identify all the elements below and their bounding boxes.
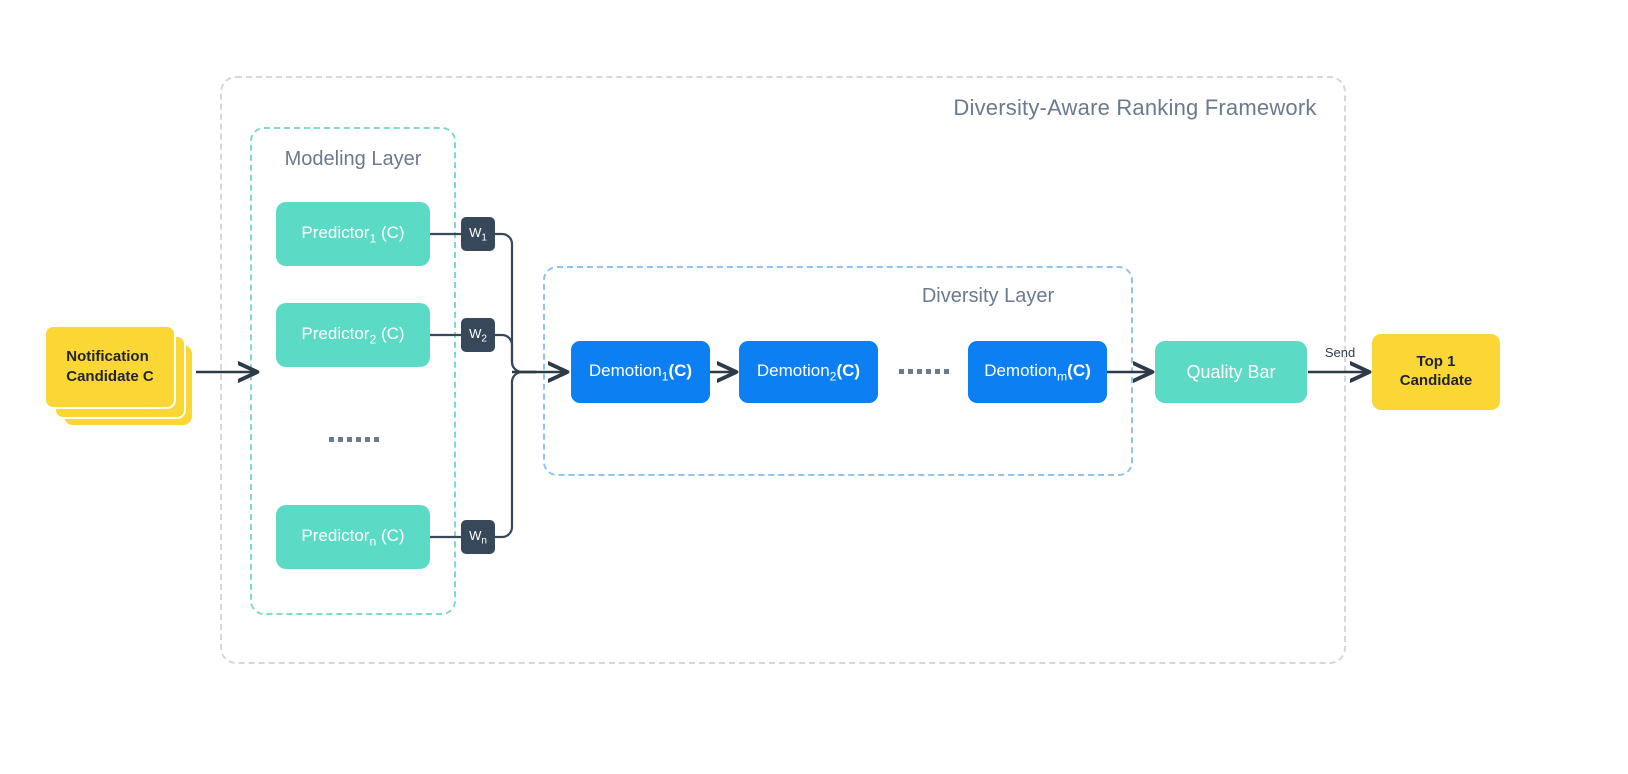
predictor-1-node: Predictor1 (C) [276,202,430,266]
demotion-m-name: Demotion [984,360,1057,380]
quality-bar-node: Quality Bar [1155,341,1307,403]
predictor-1-subscript: 1 [369,231,377,246]
send-edge-label: Send [1324,345,1356,360]
modeling-layer-ellipsis-icon [329,437,379,442]
predictor-n-subscript: n [369,534,377,549]
predictor-n-arg: (C) [376,525,405,545]
predictor-n-name: Predictor [301,525,370,545]
demotion-2-subscript: 2 [829,369,837,384]
weight-1-label: W [469,224,482,240]
diversity-layer-ellipsis-icon [899,369,949,374]
predictor-2-arg: (C) [376,323,405,343]
demotion-m-subscript: m [1056,369,1068,384]
top-candidate-line2: Candidate [1399,372,1473,389]
demotion-2-arg: (C) [836,360,861,380]
demotion-1-node: Demotion1(C) [571,341,710,403]
notification-label-line2: Candidate C [66,368,154,385]
demotion-2-name: Demotion [756,360,830,380]
weight-chip-1: W1 [461,217,495,251]
top-candidate-line1: Top 1 [1416,353,1456,371]
notification-card-front: Notification Candidate C [44,325,176,409]
predictor-1-name: Predictor [301,222,370,242]
notification-label-line1: Notification [66,347,149,365]
weight-2-label: W [469,325,482,341]
weight-n-subscript: n [481,535,487,547]
predictor-2-node: Predictor2 (C) [276,303,430,367]
weight-1-subscript: 1 [481,232,487,244]
diversity-layer-title: Diversity Layer [921,285,1055,307]
weight-chip-n: Wn [461,520,495,554]
weight-2-subscript: 2 [481,333,487,345]
predictor-n-node: Predictorn (C) [276,505,430,569]
demotion-1-name: Demotion [588,360,662,380]
framework-title: Diversity-Aware Ranking Framework [953,95,1317,120]
demotion-1-arg: (C) [668,360,693,380]
quality-bar-label: Quality Bar [1186,361,1276,382]
demotion-2-node: Demotion2(C) [739,341,878,403]
predictor-1-arg: (C) [376,222,405,242]
weight-n-label: W [469,527,482,543]
modeling-layer-title: Modeling Layer [284,148,422,170]
demotion-m-arg: (C) [1067,360,1091,380]
predictor-2-name: Predictor [301,323,370,343]
notification-candidate-stack: Notification Candidate C [44,325,192,425]
demotion-1-subscript: 1 [661,369,669,384]
weight-chip-2: W2 [461,318,495,352]
framework-container [220,76,1346,664]
top-candidate-node: Top 1 Candidate [1372,334,1500,410]
demotion-m-node: Demotionm(C) [968,341,1107,403]
predictor-2-subscript: 2 [369,332,377,347]
